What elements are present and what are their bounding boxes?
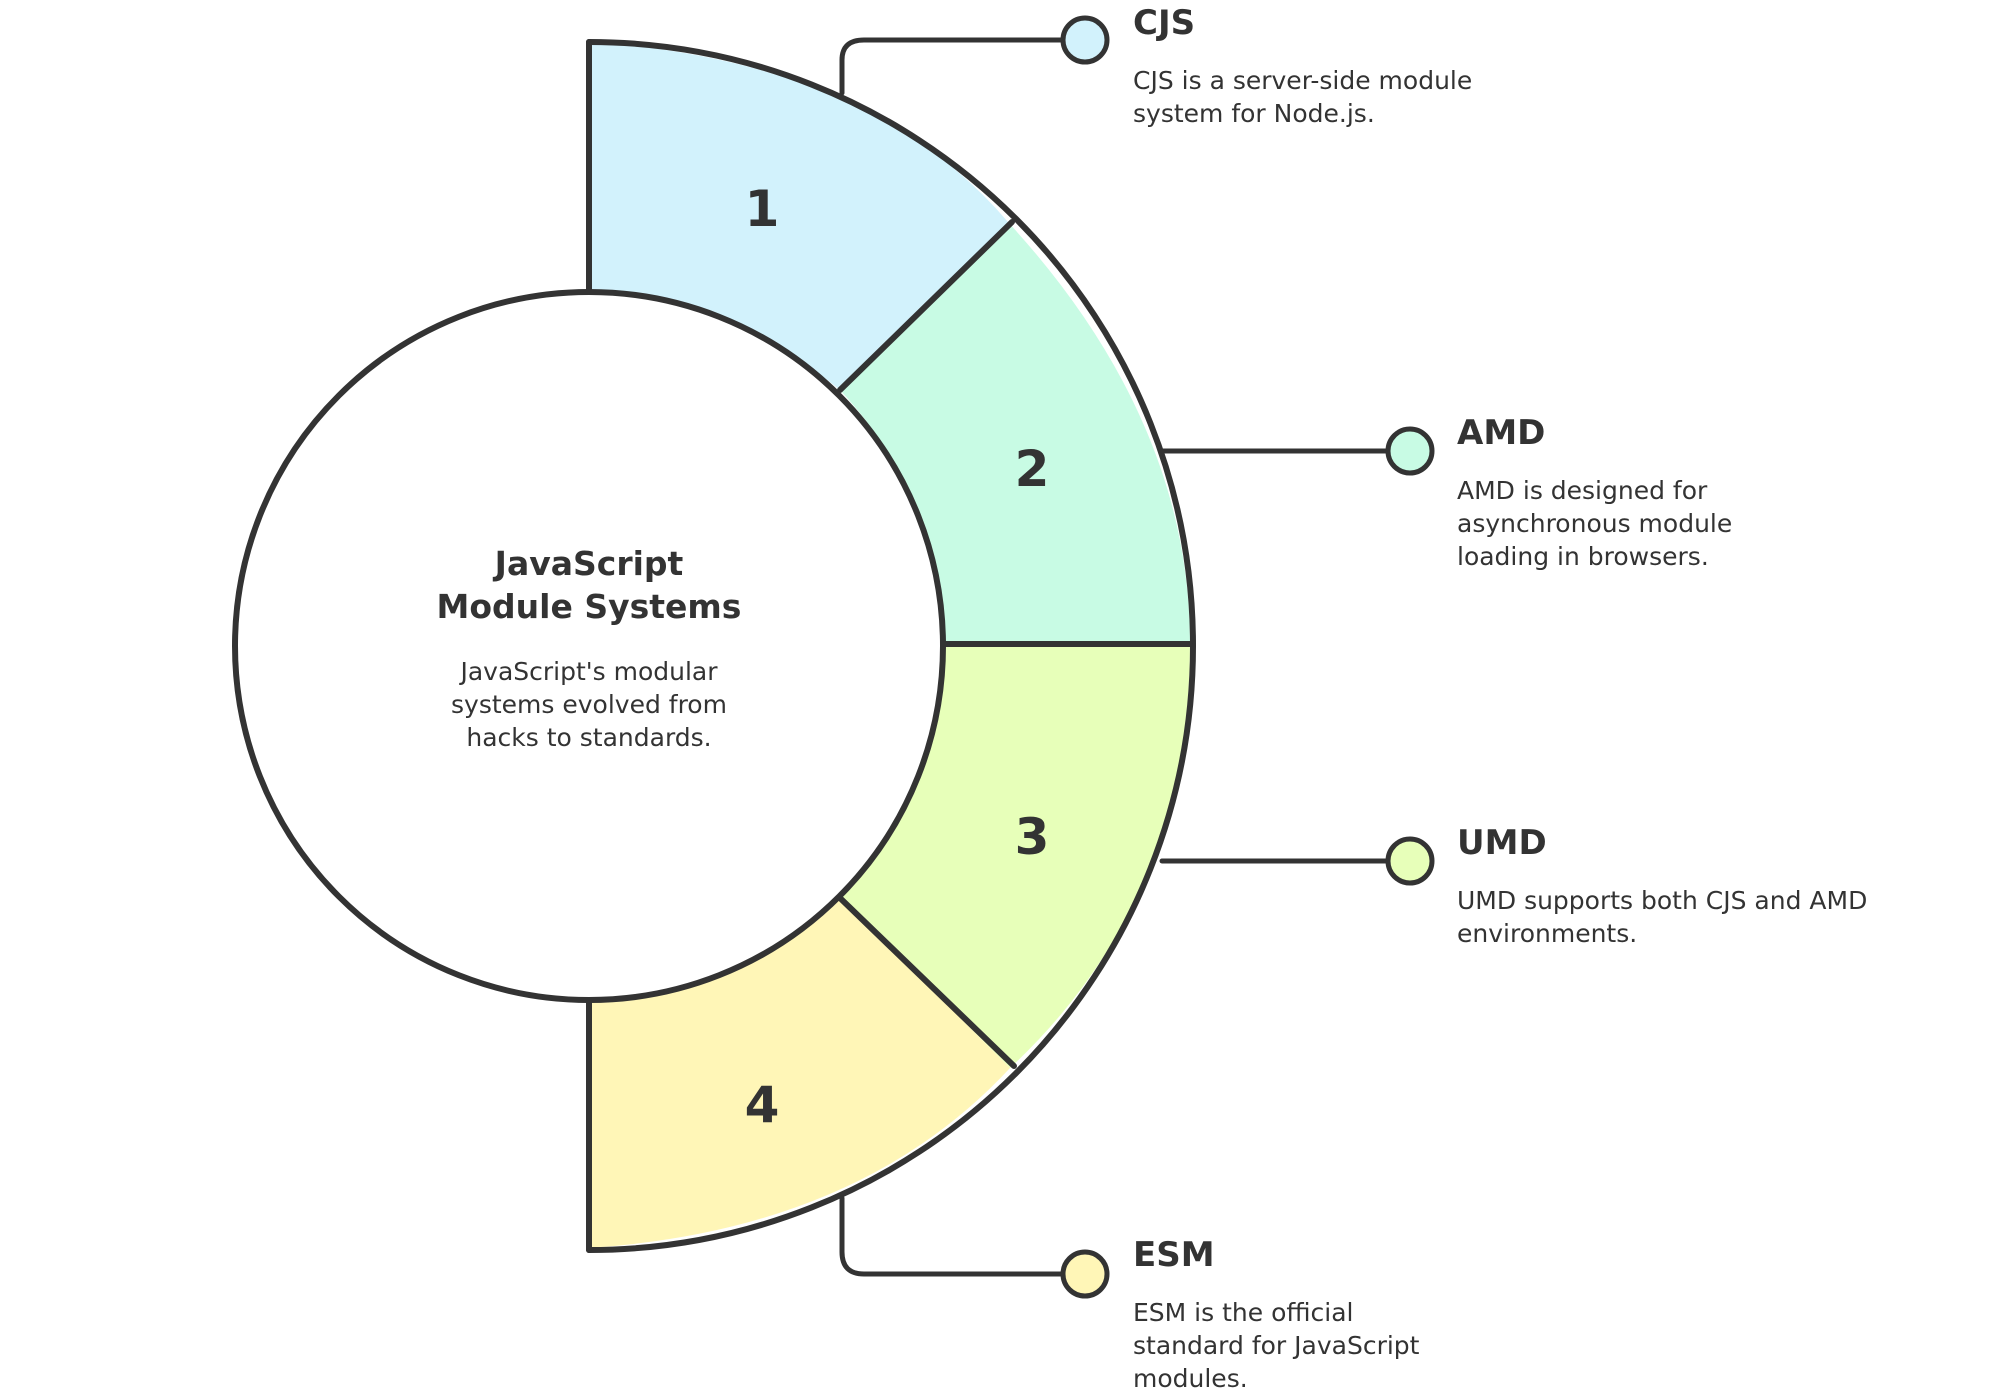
label-cjs: CJS CJS is a server-side module system f… [1133,3,1533,130]
center-title-line2: Module Systems [437,587,742,626]
segment-3-number: 3 [1015,808,1050,866]
segment-3-fill [840,644,1190,1068]
divider-3-4 [837,895,1017,1069]
label-amd-description: AMD is designed for asynchronous module … [1457,476,1733,571]
dot-umd [1385,836,1435,886]
center-circle [232,289,946,1003]
dot-cjs [1060,15,1110,65]
segment-1-number: 1 [745,180,780,238]
center-desc-line3: hacks to standards. [466,723,711,752]
label-umd: UMD UMD supports both CJS and AMD enviro… [1457,823,1877,950]
label-umd-title: UMD [1457,823,1547,863]
ring-outer-edge [586,39,1196,1253]
ring-outline [586,39,1196,1253]
segment-1-fill [589,42,1008,390]
label-amd: AMD AMD is designed for asynchronous mod… [1457,413,1777,573]
label-cjs-title: CJS [1133,3,1196,43]
center-title-line1: JavaScript [493,544,684,583]
center-desc-line1: JavaScript's modular [458,657,718,686]
dot-amd [1385,426,1435,476]
center-desc-line2: systems evolved from [451,690,727,719]
label-esm-title: ESM [1133,1235,1215,1275]
segment-4-number: 4 [745,1076,780,1134]
segment-2-number: 2 [1015,440,1050,498]
connector-esm [839,1195,1065,1277]
connector-cjs [839,37,1065,96]
label-amd-title: AMD [1457,413,1546,453]
label-cjs-description: CJS is a server-side module system for N… [1133,66,1473,128]
dot-esm [1060,1249,1110,1299]
label-umd-description: UMD supports both CJS and AMD environmen… [1457,886,1868,948]
divider-1-2 [837,219,1015,393]
connectors [839,37,1390,1277]
label-esm: ESM ESM is the official standard for Jav… [1133,1235,1463,1395]
label-esm-description: ESM is the official standard for JavaScr… [1133,1298,1420,1393]
